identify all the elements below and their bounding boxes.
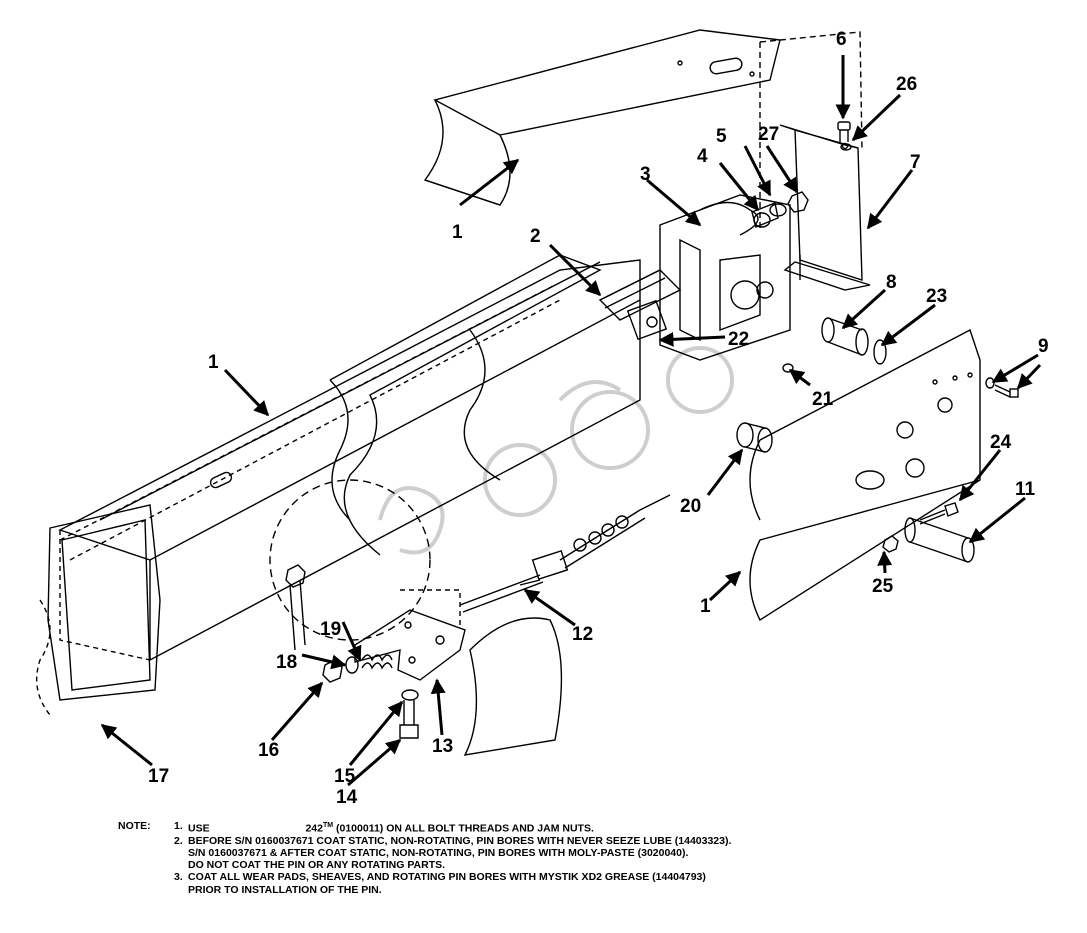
callout-13: 13 [432,736,453,757]
note-2-line-3: DO NOT COAT THE PIN OR ANY ROTATING PART… [188,859,446,872]
upper-wear-pad-plate [423,29,781,206]
nut-25 [882,535,899,553]
note-1-product: 242 [305,822,323,835]
boom-tube [36,259,641,716]
bolt-24 [919,502,959,525]
note-1-number: 1. [174,820,183,832]
callout-24: 24 [990,432,1012,453]
pin-11 [904,517,975,563]
boom-parts [36,29,1019,756]
note-3-cont: PRIOR TO INSTALLATION OF THE PIN. [118,884,1078,896]
washer-15 [401,689,419,701]
lower-bracket-13 [354,589,466,681]
callout-8: 8 [886,272,897,293]
callout-26: 26 [896,74,917,95]
cap-screw-6 [837,121,851,142]
adjuster-stud-4 [751,202,787,228]
note-3-number: 3. [174,871,183,884]
note-3-line-1: COAT ALL WEAR PADS, SHEAVES, AND ROTATIN… [188,871,706,884]
bolt-9 [985,377,1019,398]
note-1-use: USE [188,822,210,835]
trademark-mark: TM [322,822,334,829]
callout-4: 4 [697,146,708,167]
callout-20: 20 [680,496,701,517]
callout-labels: 1 1 1 2 3 4 5 6 7 8 9 11 12 13 14 15 16 … [148,29,1049,808]
spring-19 [361,654,393,670]
cable-assembly-12 [459,494,671,613]
callout-12: 12 [572,624,593,645]
callout-19: 19 [320,619,341,640]
callout-7: 7 [910,152,921,173]
bushing-20 [736,422,773,453]
callout-5: 5 [716,126,727,147]
pin-8 [821,317,869,356]
callout-9: 9 [1038,336,1049,357]
side-wear-pad-plate [749,328,981,622]
callout-2: 2 [530,226,541,247]
note-3-line-2: PRIOR TO INSTALLATION OF THE PIN. [188,883,382,896]
callout-6: 6 [836,29,847,50]
callout-21: 21 [812,389,834,410]
cap-screw-14 [399,700,419,739]
cover-plate [463,617,563,756]
exploded-parts-diagram: 1 1 1 2 3 4 5 6 7 8 9 11 12 13 14 15 16 … [36,29,1049,808]
jam-nut-27 [787,191,809,213]
note-2-number: 2. [174,834,183,847]
nut-lower-left [285,564,306,588]
bolt-2 [599,269,666,309]
callout-11: 11 [1015,479,1036,500]
note-2-cont-2: DO NOT COAT THE PIN OR ANY ROTATING PART… [118,859,1078,871]
washer-18 [345,656,359,674]
note-1-rest: (0100011) ON ALL BOLT THREADS AND JAM NU… [336,822,594,835]
note-1: NOTE: 1. USE 242TM (0100011) ON ALL BOLT… [118,820,1078,835]
callout-17: 17 [148,766,169,787]
callout-14: 14 [336,787,358,808]
callout-22: 22 [728,329,749,350]
mounting-bracket-7 [779,124,871,291]
callout-16: 16 [258,740,279,761]
note-2-line-1: BEFORE S/N 0160037671 COAT STATIC, NON-R… [188,834,732,847]
middle-wear-pads [329,254,602,556]
callout-27: 27 [758,124,779,145]
leader-arrows [100,55,1042,787]
lock-washer-26 [840,143,852,151]
callout-1-tube: 1 [208,352,219,373]
note-1-text: USE 242TM (0100011) ON ALL BOLT THREADS … [188,820,594,835]
note-3: 3. COAT ALL WEAR PADS, SHEAVES, AND ROTA… [118,871,1078,883]
callout-3: 3 [640,164,651,185]
note-2-cont-1: S/N 0160037671 & AFTER COAT STATIC, NON-… [118,847,1078,859]
callout-25: 25 [872,576,894,597]
retaining-ring-23 [873,339,887,365]
note-2-line-2: S/N 0160037671 & AFTER COAT STATIC, NON-… [188,846,689,859]
notes-block: NOTE: 1. USE 242TM (0100011) ON ALL BOLT… [118,820,1078,896]
grease-fitting-21 [782,363,794,373]
callout-1-top: 1 [452,222,463,243]
callout-18: 18 [276,652,297,673]
notes-heading: NOTE: [118,820,151,832]
note-2: 2. BEFORE S/N 0160037671 COAT STATIC, NO… [118,835,1078,847]
callout-1-side: 1 [700,596,711,617]
callout-15: 15 [334,766,356,787]
watermark [378,346,734,555]
callout-23: 23 [926,286,947,307]
